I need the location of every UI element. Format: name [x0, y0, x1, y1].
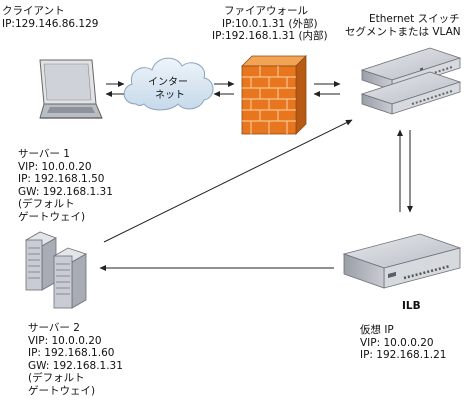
server1-ip: IP: 192.168.1.50 [18, 173, 105, 185]
firewall-ip-internal: IP:192.168.1.31 (内部) [212, 30, 328, 42]
laptop-icon [39, 59, 103, 119]
ilb-title: 仮想 IP [360, 324, 394, 336]
client-ip: IP:129.146.86.129 [2, 17, 99, 30]
internet-line1: インター [148, 77, 188, 88]
server1-label: サーバー 1 VIP: 10.0.0.20 IP: 192.168.1.50 G… [18, 148, 113, 223]
switch-icon [360, 47, 462, 115]
ilb-ip: IP: 192.168.1.21 [360, 349, 447, 361]
server1-gw: GW: 192.168.1.31 [18, 185, 113, 198]
client-label: クライアント IP:129.146.86.129 [2, 5, 98, 30]
server2-note2: ゲートウェイ) [28, 384, 96, 397]
connections [99, 81, 413, 271]
server2-label: サーバー 2 VIP: 10.0.0.20 IP: 192.168.1.60 G… [28, 322, 123, 397]
internet-label: インター ネット [148, 77, 188, 102]
switch-line2: セグメントまたは VLAN [345, 25, 461, 38]
switch-line1: Ethernet スイッチ [369, 13, 460, 25]
ilb-label: 仮想 IP VIP: 10.0.0.20 IP: 192.168.1.21 [360, 324, 446, 362]
server2-title: サーバー 2 [28, 322, 80, 334]
firewall-label: ファイアウォール IP:10.0.1.31 (外部) IP:192.168.1.… [212, 5, 328, 43]
ilb-vip: VIP: 10.0.0.20 [360, 336, 434, 349]
server2-ip: IP: 192.168.1.60 [28, 347, 115, 359]
server2-gw: GW: 192.168.1.31 [28, 359, 123, 372]
arrow-server-to-switch [103, 119, 353, 243]
firewall-title: ファイアウォール [224, 5, 308, 17]
server1-note2: ゲートウェイ) [18, 210, 86, 223]
firewall-ip-external: IP:10.0.1.31 (外部) [222, 17, 318, 30]
server-1-icon [25, 231, 57, 291]
server-2-icon [53, 247, 87, 309]
server1-note1: (デフォルト [18, 198, 75, 210]
ilb-icon [342, 233, 462, 289]
internet-line2: ネット [155, 89, 185, 101]
firewall-icon [241, 55, 307, 135]
server2-note1: (デフォルト [28, 372, 85, 384]
server1-vip: VIP: 10.0.0.20 [18, 160, 92, 173]
ilb-name-label: ILB [402, 300, 421, 312]
switch-label: Ethernet スイッチ セグメントまたは VLAN [345, 13, 461, 38]
server2-vip: VIP: 10.0.0.20 [28, 334, 102, 347]
internet-cloud-icon [123, 57, 214, 111]
server1-title: サーバー 1 [18, 148, 70, 160]
client-title: クライアント [2, 5, 65, 17]
